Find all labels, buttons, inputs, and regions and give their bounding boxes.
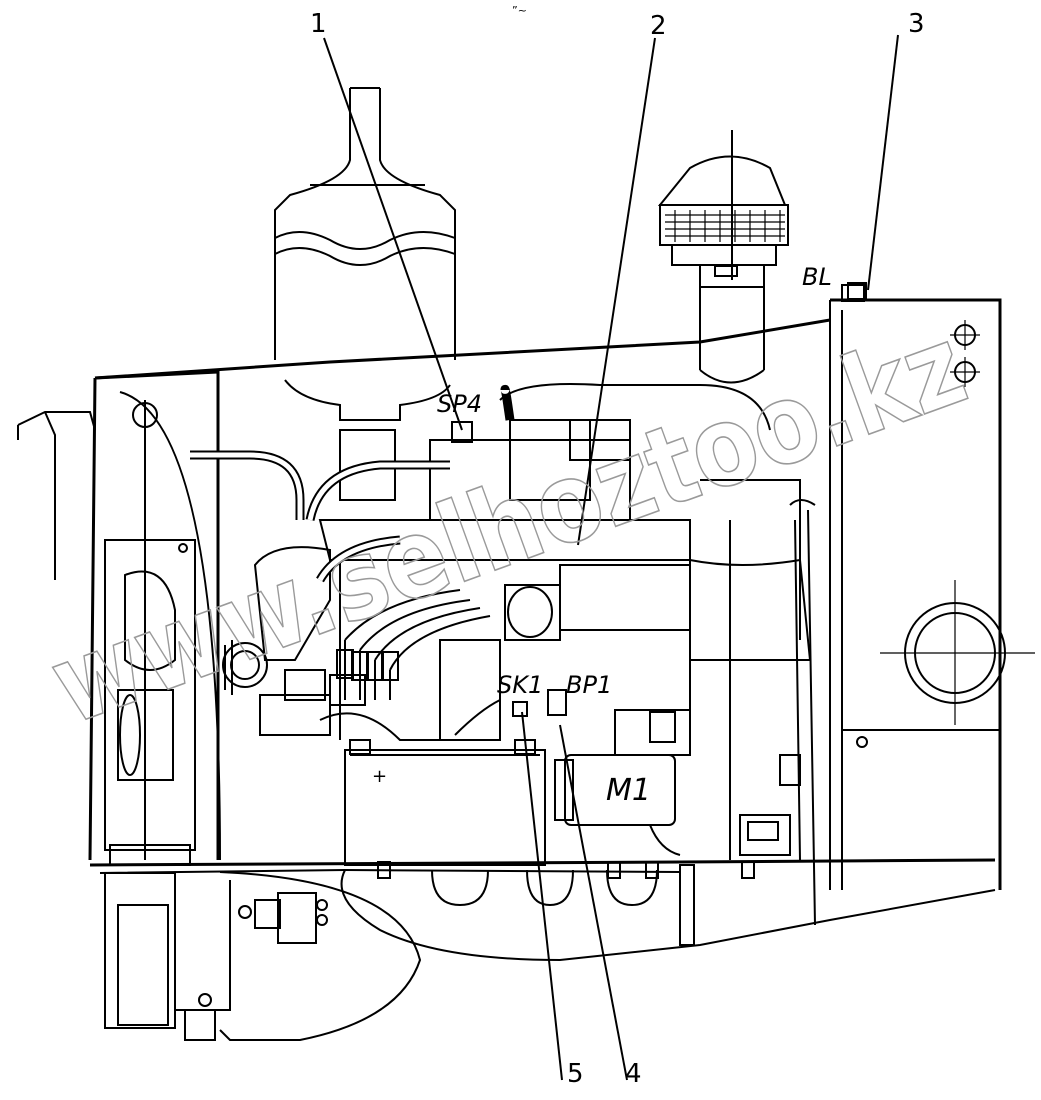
air-cleaner-mesh	[665, 210, 785, 242]
top-mark: ”~	[512, 4, 527, 17]
label-bp1: BP1	[566, 671, 612, 699]
starter-motor: M1	[554, 709, 691, 856]
label-sp4: SP4	[437, 390, 482, 418]
leader-lines	[323, 34, 899, 1081]
callout-5: 5	[567, 1059, 584, 1089]
callout-2: 2	[650, 11, 667, 41]
label-bl: BL	[802, 263, 832, 291]
bl-sensor	[847, 282, 867, 300]
cab-panel	[829, 284, 1035, 890]
m1-label: M1	[606, 773, 651, 808]
bp1-sensor	[547, 689, 567, 716]
battery: +	[344, 739, 546, 866]
callout-4: 4	[625, 1059, 642, 1089]
hood-line	[94, 318, 831, 380]
right-side-components	[679, 499, 816, 946]
battery-plus-label: +	[372, 766, 387, 787]
sk1-sensor	[512, 701, 528, 717]
sp4-sensor	[451, 421, 473, 443]
bottom-relay	[184, 892, 328, 1041]
label-sk1: SK1	[497, 671, 543, 699]
callout-3: 3	[908, 9, 925, 39]
fuel-lines	[190, 384, 515, 741]
exhaust-muffler	[274, 87, 456, 421]
frame-rails	[89, 858, 996, 1041]
air-cleaner	[657, 130, 789, 384]
callout-1: 1	[310, 9, 327, 39]
lower-components	[377, 861, 755, 907]
